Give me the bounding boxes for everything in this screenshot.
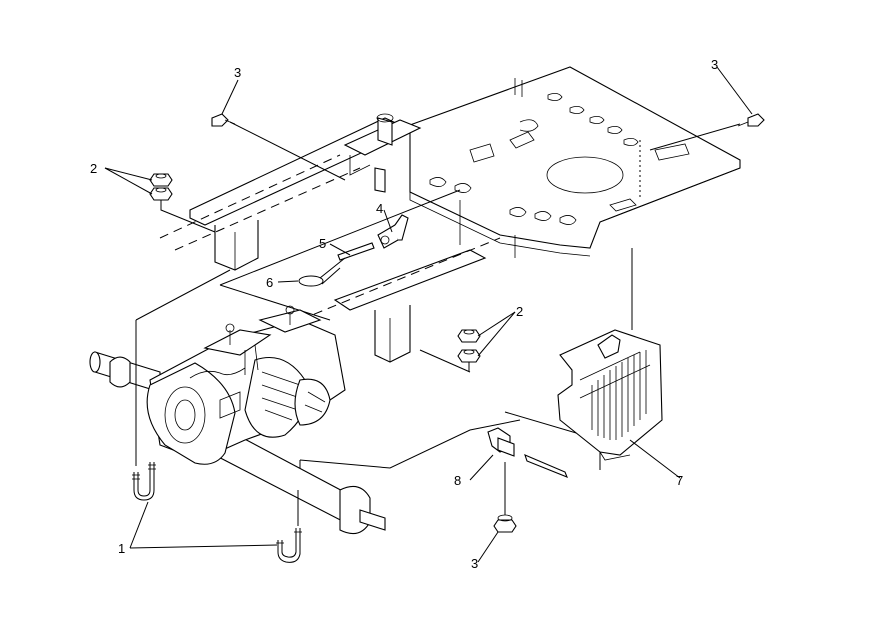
- small-mount-bracket: [469, 427, 568, 481]
- flange-bolt-top-right: [649, 113, 765, 151]
- transmission-assembly: [89, 305, 386, 535]
- callout-5: 5: [319, 236, 326, 251]
- fan-guard-cover: [557, 248, 681, 479]
- callout-8: 8: [454, 473, 461, 488]
- callout-6: 6: [266, 275, 273, 290]
- callout-3-top-right: 3: [711, 57, 718, 72]
- nut-pair-upper: [149, 173, 216, 233]
- hair-pin-clip: [298, 257, 346, 287]
- flange-bolt-top-left: [211, 113, 346, 181]
- callout-4: 4: [376, 201, 383, 216]
- flange-bolt-bottom: [493, 462, 517, 533]
- leader-lines: [104, 66, 753, 563]
- clevis-pin: [337, 242, 375, 261]
- arm-bracket: [377, 214, 409, 249]
- u-bolt-left: [132, 462, 156, 501]
- nut-pair-lower: [457, 329, 481, 372]
- callout-3-top-left: 3: [234, 65, 241, 80]
- callout-2-lower: 2: [516, 304, 523, 319]
- callout-2-upper: 2: [90, 161, 97, 176]
- callout-3-bottom: 3: [471, 556, 478, 571]
- u-bolt-right: [276, 528, 302, 563]
- callout-7: 7: [676, 473, 683, 488]
- seat-mounting-plate: [409, 66, 741, 258]
- frame-rails: [159, 113, 601, 470]
- callout-1: 1: [118, 541, 125, 556]
